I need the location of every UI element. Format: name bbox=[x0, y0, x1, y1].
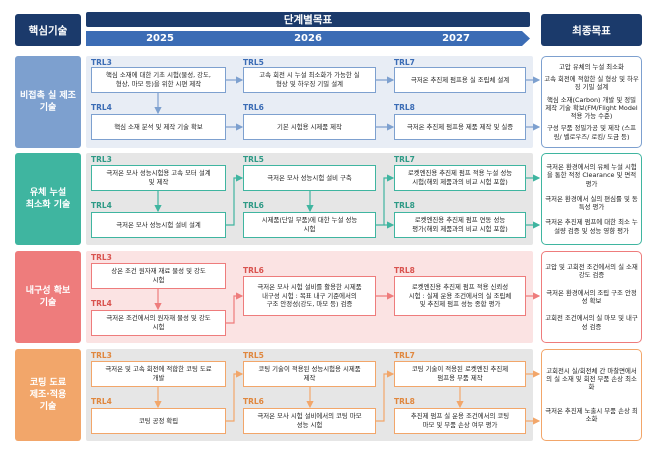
final-goal-header: 최종목표 bbox=[541, 14, 642, 46]
row2-box-trl7: 로켓엔진용 추진제 펌프 적용 누설 성능 시험(해외 제품과의 비교 시험 포… bbox=[394, 165, 526, 191]
year-2027: 2027 bbox=[442, 33, 470, 44]
row2-box-trl3: 극저온 모사 성능시험용 고속 모터 설계 및 제작 bbox=[91, 165, 226, 191]
tech-row-1: 비접촉 실 제조 기술 bbox=[15, 56, 81, 148]
row4-box-trl3: 극저온 및 고속 회전에 적합한 코팅 도료 개발 bbox=[91, 361, 226, 387]
row3-box-trl8: 로켓엔진용 추진제 펌프 적용 신뢰성 시험 : 실제 운용 조건에서의 실 조… bbox=[394, 276, 526, 316]
row1-arrows bbox=[154, 76, 541, 131]
year-2026: 2026 bbox=[294, 33, 322, 44]
row2-goal-1: 극저온 환경에서의 유체 누설 시험을 통한 적정 Clearance 및 면적… bbox=[546, 162, 637, 188]
row3-goal-3: 고회전 조건에서의 실 마모 및 내구성 검증 bbox=[545, 314, 638, 331]
row1-trl3: TRL3 bbox=[91, 58, 112, 67]
row3-trl4: TRL4 bbox=[91, 299, 112, 308]
row3-goal-1: 고압 및 고회전 조건에서의 실 소재 강도 검증 bbox=[545, 263, 638, 280]
row2-trl8: TRL8 bbox=[394, 201, 415, 210]
row4-trl7: TRL7 bbox=[394, 351, 415, 360]
row2-trl5: TRL5 bbox=[243, 155, 264, 164]
row4-box-trl8: 추진제 펌프 실 운용 조건에서의 코팅 마모 및 부품 손상 여부 평가 bbox=[394, 408, 526, 434]
row1-box-trl5: 고속 회전 시 누설 최소화가 가능한 실 형상 및 하우징 기밀 설계 bbox=[243, 67, 376, 93]
row4-trl6: TRL6 bbox=[243, 397, 264, 406]
row4-box-trl6: 극저온 모사 시험 설비에서의 코팅 마모 성능 시험 bbox=[243, 408, 376, 434]
row2-box-trl4: 극저온 모사 성능시험 설비 설계 bbox=[91, 212, 226, 238]
row1-box-trl4: 핵심 소재 분석 및 제작 기술 확보 bbox=[91, 114, 226, 140]
row2-arrows bbox=[154, 174, 541, 229]
row1-goal-3: 핵심 소재(Carbon) 개발 및 정밀 제작 기술 확보(FM/Flight… bbox=[545, 95, 638, 121]
tech-row-3: 내구성 확보 기술 bbox=[15, 251, 81, 343]
row2-trl3: TRL3 bbox=[91, 155, 112, 164]
row1-trl5: TRL5 bbox=[243, 58, 264, 67]
row2-trl4: TRL4 bbox=[91, 201, 112, 210]
row1-goal-2: 고속 회전에 적합한 실 형상 및 하우징 기밀 설계 bbox=[544, 75, 639, 92]
row1-trl4: TRL4 bbox=[91, 103, 112, 112]
row1-trl8: TRL8 bbox=[394, 103, 415, 112]
row1-box-trl3: 핵심 소재에 대한 기초 시험(물성, 강도, 형상, 마모 등)을 위한 시편… bbox=[91, 67, 226, 93]
row1-box-trl7: 극저온 추진제 펌프용 실 조립체 설계 bbox=[394, 67, 526, 93]
row2-final-goal: 극저온 환경에서의 유체 누설 시험을 통한 적정 Clearance 및 면적… bbox=[541, 153, 642, 245]
row2-trl7: TRL7 bbox=[394, 155, 415, 164]
row1-box-trl8: 극저온 추진제 펌프용 제품 제작 및 실증 bbox=[394, 114, 526, 140]
row1-trl7: TRL7 bbox=[394, 58, 415, 67]
row4-trl5: TRL5 bbox=[243, 351, 264, 360]
row1-goal-4: 구성 부품 정밀가공 및 제작 (스프링/ 벨로우즈/ 로킹/ 도금 등) bbox=[546, 124, 637, 141]
row4-final-goal: 고회전시 실/회전체 간 마찰면에서의 실 소재 및 회전 부품 손상 최소화 … bbox=[541, 349, 642, 441]
year-2025: 2025 bbox=[146, 33, 174, 44]
row2-goal-2: 극저온 환경에서 실의 편심률 및 동특성 평가 bbox=[545, 194, 638, 212]
row1-trl6: TRL6 bbox=[243, 103, 264, 112]
row4-goal-1: 고회전시 실/회전체 간 마찰면에서의 실 소재 및 회전 부품 손상 최소화 bbox=[546, 366, 637, 392]
row4-box-trl5: 코팅 기술이 적용된 성능시험용 시제품 제작 bbox=[243, 361, 376, 387]
row1-goal-1: 고압 유체의 누설 최소화 bbox=[559, 62, 624, 71]
row3-arrows bbox=[154, 289, 541, 324]
row2-trl6: TRL6 bbox=[243, 201, 264, 210]
row3-box-trl3: 상온 조건 원자재 재료 물성 및 강도 시험 bbox=[91, 263, 226, 289]
row2-box-trl8: 로켓엔진용 추진제 펌프 연동 성능 평가(해외 제품과의 비교 시험 포함) bbox=[394, 212, 526, 238]
row3-trl3: TRL3 bbox=[91, 253, 112, 262]
row4-trl8: TRL8 bbox=[394, 397, 415, 406]
row3-final-goal: 고압 및 고회전 조건에서의 실 소재 강도 검증 극저온 환경에서의 조립 구… bbox=[541, 251, 642, 343]
row2-box-trl6: 시제품(단일 부품)에 대한 누설 성능 시험 bbox=[243, 212, 376, 238]
row4-trl4: TRL4 bbox=[91, 397, 112, 406]
core-tech-header: 핵심기술 bbox=[15, 14, 81, 46]
row2-box-trl5: 극저온 모사 성능시험 설비 구축 bbox=[243, 165, 376, 191]
stage-goal-header: 단계별목표 bbox=[86, 12, 530, 27]
row3-goal-2: 극저온 환경에서의 조립 구조 안정성 확보 bbox=[546, 288, 637, 305]
row3-trl8: TRL8 bbox=[394, 266, 415, 275]
tech-row-2: 유체 누설 최소화 기술 bbox=[15, 153, 81, 245]
row3-box-trl6: 극저온 모사 시험 설비를 활용한 시제품 내구성 시험 : 목표 내구 기준에… bbox=[243, 276, 376, 316]
year-timeline-bar bbox=[86, 31, 530, 46]
row3-box-trl4: 극저온 조건에서의 원자재 물성 및 강도 시험 bbox=[91, 310, 226, 336]
row4-box-trl7: 코팅 기술이 적용된 로켓엔진 추진제 펌프용 부품 제작 bbox=[394, 361, 526, 387]
row3-trl6: TRL6 bbox=[243, 266, 264, 275]
row2-goal-3: 극저온 추진제 펌프에 대한 최소 누설량 검증 및 성능 영향 평가 bbox=[545, 218, 638, 235]
row4-trl3: TRL3 bbox=[91, 351, 112, 360]
row4-goal-2: 극저온 추진제 노출시 부품 손상 최소화 bbox=[545, 406, 638, 423]
tech-row-4: 코팅 도료 제조·적용 기술 bbox=[15, 349, 81, 441]
row1-final-goal: 고압 유체의 누설 최소화 고속 회전에 적합한 실 형상 및 하우징 기밀 설… bbox=[541, 56, 642, 148]
row1-box-trl6: 기본 시험용 시제품 제작 bbox=[243, 114, 376, 140]
row4-arrows bbox=[154, 370, 541, 425]
row4-box-trl4: 코팅 공정 확립 bbox=[91, 408, 226, 434]
